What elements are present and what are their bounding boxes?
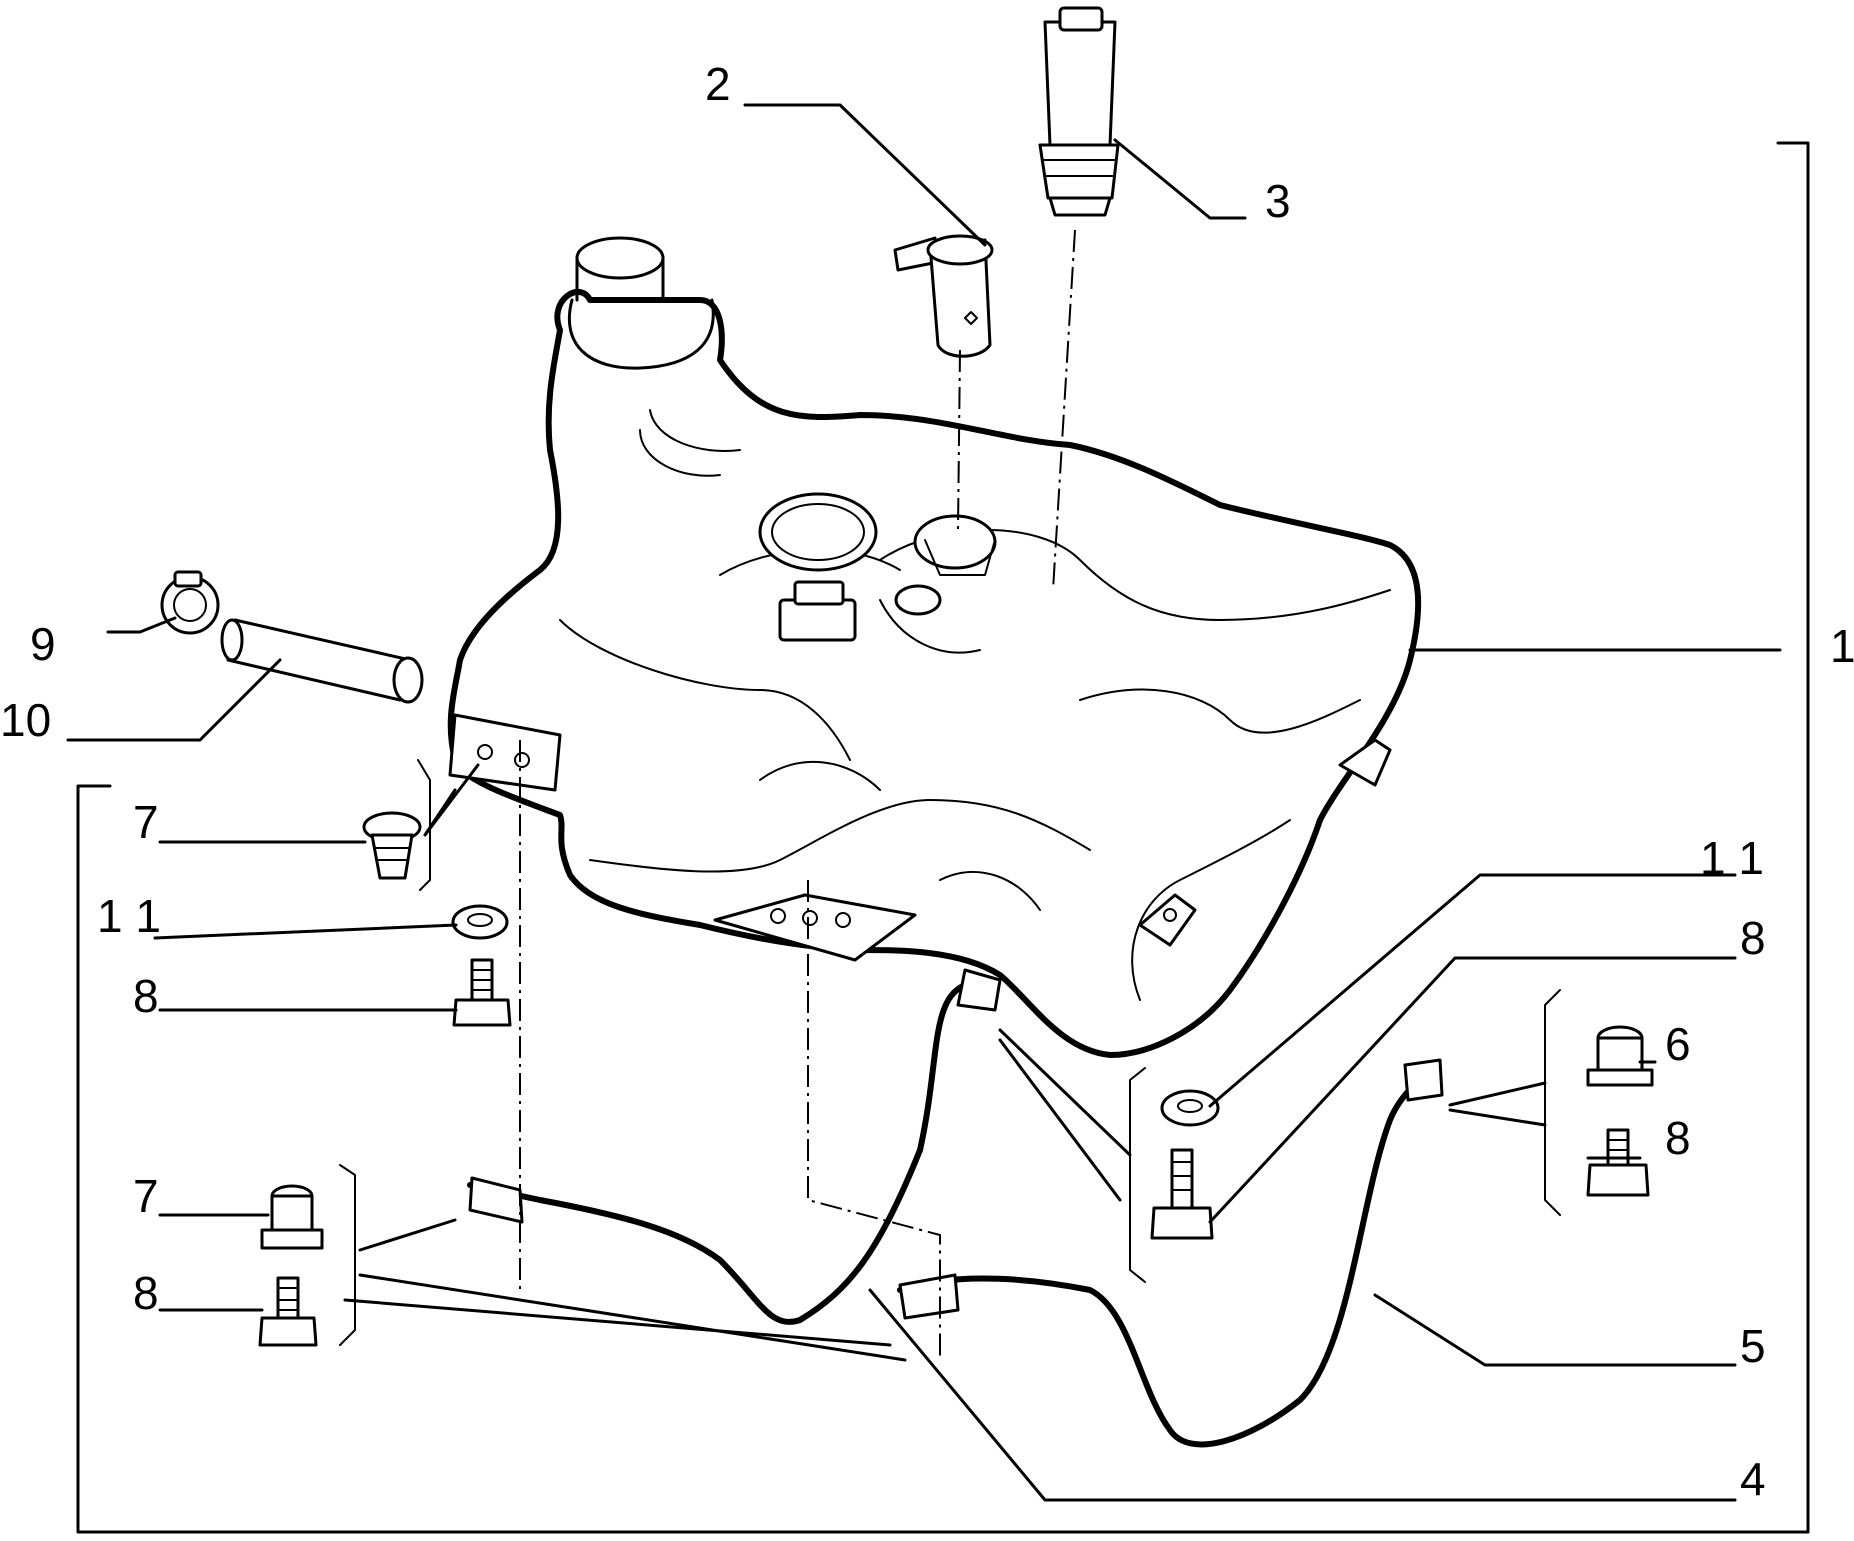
nut-6-right	[1586, 1025, 1654, 1087]
sensor-axis	[1052, 229, 1076, 591]
callout-8-right-upper: 8	[1740, 912, 1766, 964]
callout-10: 10	[0, 694, 51, 746]
assembly-bracket-right	[76, 141, 1810, 1534]
callout-1: 1	[1830, 620, 1854, 672]
callout-3: 3	[1265, 175, 1291, 227]
callout-6: 6	[1665, 1018, 1691, 1070]
level-sensor	[1038, 6, 1120, 217]
vent-valve	[893, 234, 994, 358]
bolt-8-right	[1586, 1128, 1650, 1197]
callout-5: 5	[1740, 1320, 1766, 1372]
leader-lines	[66, 103, 1782, 1502]
group-bracket-center	[1129, 1067, 1146, 1283]
callout-4: 4	[1740, 1453, 1766, 1505]
bolt-8-center	[1150, 1148, 1214, 1240]
tank-strap-left	[467, 968, 1002, 1325]
callout-9: 9	[30, 618, 56, 670]
callout-8-left-upper: 8	[133, 970, 159, 1022]
plug-7-upper	[362, 811, 422, 880]
axis-center	[807, 880, 941, 1360]
group-bracket-lower-left	[339, 1164, 356, 1346]
group-bracket-right	[1544, 989, 1561, 1216]
bolt-8-upper	[452, 958, 512, 1027]
callout-11-right: 1 1	[1700, 832, 1764, 884]
hose-clamp	[160, 570, 220, 635]
nut-7-lower	[260, 1184, 324, 1250]
callout-7-lower: 7	[133, 1170, 159, 1222]
callout-8-right-lower: 8	[1665, 1112, 1691, 1164]
bolt-8-lower	[258, 1276, 318, 1347]
washer-11-center	[1160, 1089, 1220, 1127]
fuel-tank	[447, 236, 1422, 1058]
callout-7-upper: 7	[133, 796, 159, 848]
callout-2: 2	[705, 58, 731, 110]
tank-strap-right	[897, 1058, 1444, 1448]
valve-axis	[957, 349, 961, 531]
washer-11-upper	[451, 904, 509, 940]
breather-hose	[220, 618, 424, 704]
callout-11-left: 1 1	[97, 890, 161, 942]
callout-8-left-lower: 8	[133, 1267, 159, 1319]
